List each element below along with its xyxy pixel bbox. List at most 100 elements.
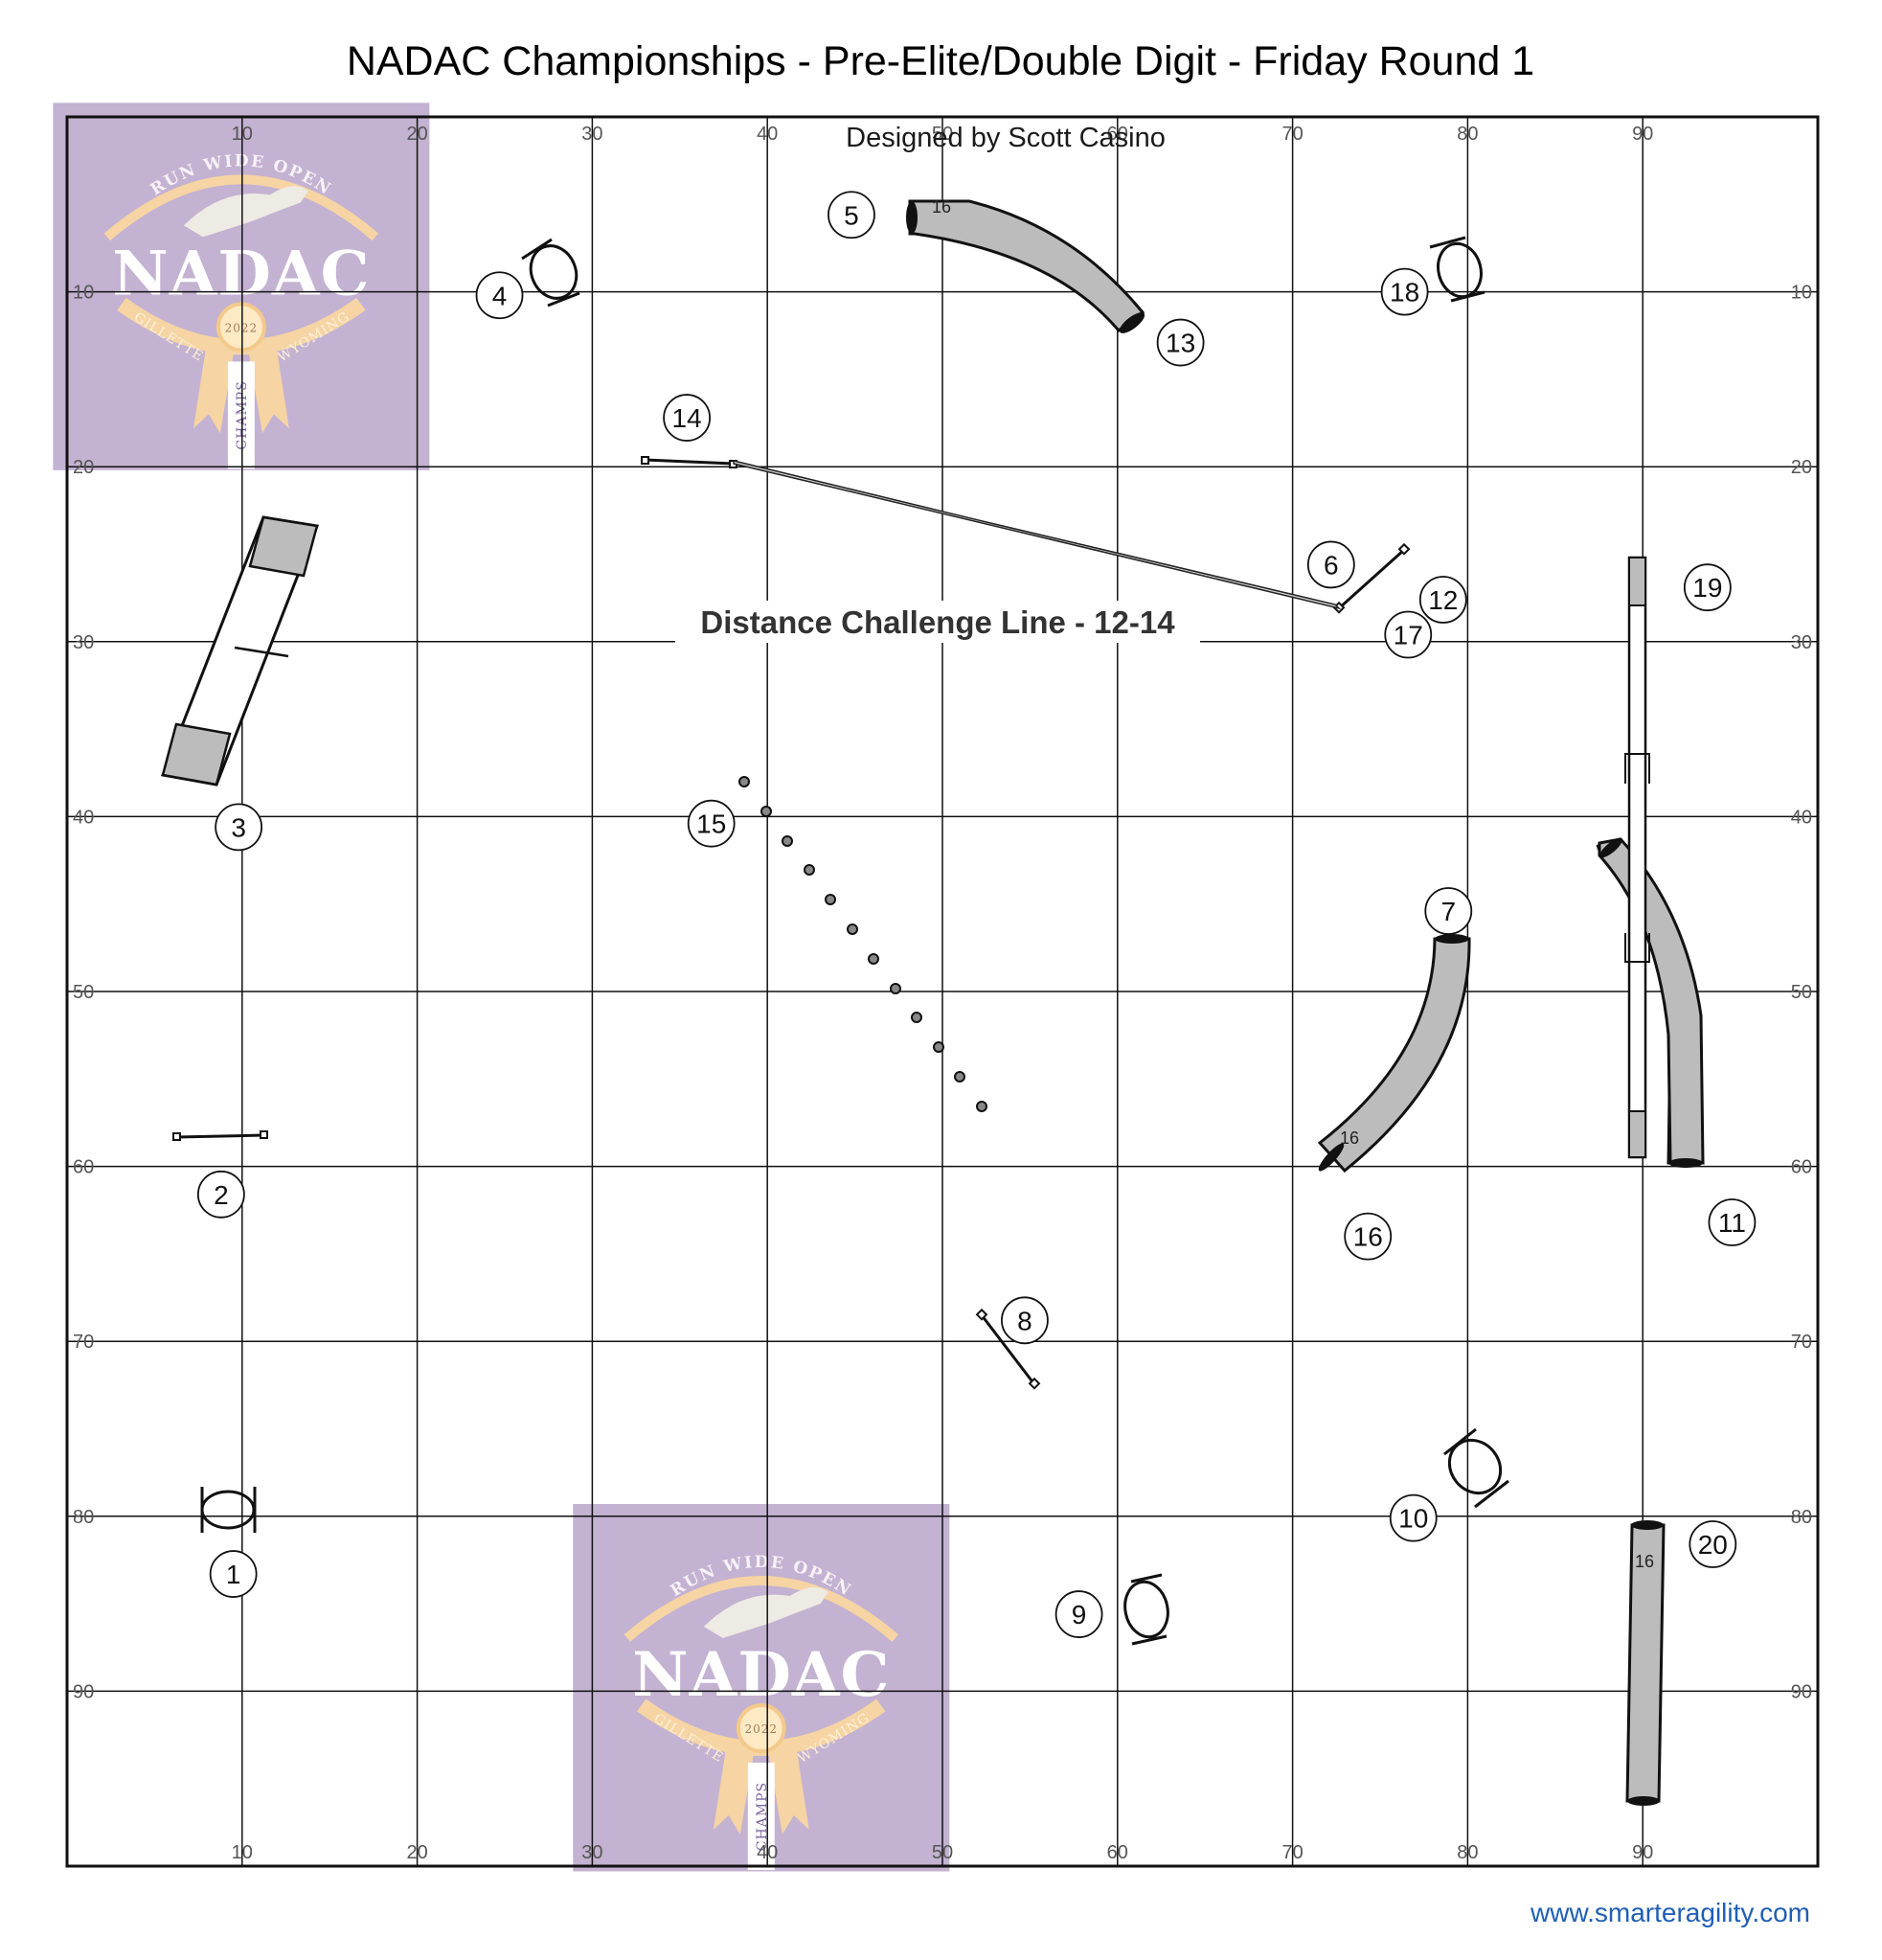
obstacle-number-label: 13 <box>1166 329 1195 358</box>
map-title: NADAC Championships - Pre-Elite/Double D… <box>347 38 1534 84</box>
obstacle-number-5: 5 <box>828 191 875 239</box>
y-tick-label-right: 40 <box>1791 807 1812 828</box>
y-tick-label-left: 60 <box>73 1157 94 1178</box>
obstacle-number-4: 4 <box>475 271 524 320</box>
obstacle-number-7: 7 <box>1424 887 1473 935</box>
obstacle-number-label: 14 <box>672 403 702 433</box>
x-tick-label-bottom: 30 <box>581 1842 602 1863</box>
obstacle-number-label: 17 <box>1394 620 1423 650</box>
x-tick-label-bottom: 60 <box>1107 1842 1128 1863</box>
obstacle-number-16: 16 <box>1344 1212 1393 1261</box>
obstacle-number-11: 11 <box>1708 1198 1757 1246</box>
dog-icon <box>183 186 308 238</box>
designer-credit: Designed by Scott Casino <box>846 123 1166 153</box>
watermark-year: 2022 <box>225 321 259 334</box>
watermark-year: 2022 <box>745 1722 779 1736</box>
obstacle-number-13: 13 <box>1156 318 1205 367</box>
tunnel-11 <box>1596 837 1705 1168</box>
obstacle-number-label: 11 <box>1718 1208 1746 1238</box>
course-grid <box>67 117 1818 1866</box>
obstacle-number-label: 19 <box>1692 573 1722 603</box>
y-tick-label-right: 60 <box>1791 1157 1812 1178</box>
obstacle-number-label: 9 <box>1072 1600 1087 1630</box>
y-tick-label-right: 50 <box>1791 982 1812 1003</box>
tunnel-size-label: 16 <box>1635 1552 1654 1571</box>
obstacle-number-label: 8 <box>1017 1306 1032 1335</box>
distance-challenge-label: Distance Challenge Line - 12-14 <box>700 604 1175 640</box>
obstacle-number-label: 16 <box>1353 1222 1383 1252</box>
x-tick-label-top: 30 <box>581 124 602 145</box>
obstacle-number-label: 10 <box>1398 1504 1428 1534</box>
tunnel-7-16: 16 <box>1317 934 1471 1174</box>
y-tick-label-left: 20 <box>73 457 94 478</box>
hoop-obstacle-1 <box>200 1487 257 1533</box>
obstacle-number-3: 3 <box>215 803 263 852</box>
y-tick-label-right: 90 <box>1791 1681 1812 1702</box>
footer-url[interactable]: www.smarteragility.com <box>1530 1898 1810 1927</box>
x-tick-label-bottom: 40 <box>757 1842 778 1863</box>
medal-icon <box>736 1703 786 1754</box>
tunnel-size-label: 16 <box>932 197 951 217</box>
x-tick-label-bottom: 20 <box>406 1842 427 1863</box>
watermark-wordmark: NADAC <box>112 238 370 309</box>
y-tick-label-left: 70 <box>73 1332 94 1353</box>
obstacle-number-label: 1 <box>226 1560 241 1589</box>
ramp-obstacle-3 <box>160 515 320 786</box>
obstacle-number-label: 3 <box>231 812 246 842</box>
jump-obstacle-8 <box>975 1308 1041 1390</box>
x-tick-label-top: 40 <box>757 124 778 145</box>
x-tick-label-bottom: 50 <box>932 1842 953 1863</box>
obstacle-number-label: 2 <box>214 1180 229 1210</box>
x-tick-label-bottom: 70 <box>1281 1842 1303 1863</box>
obstacle-number-15: 15 <box>687 799 736 848</box>
x-tick-label-top: 90 <box>1632 124 1653 145</box>
obstacle-number-10: 10 <box>1389 1493 1438 1542</box>
x-tick-label-top: 60 <box>1107 124 1128 145</box>
dog-icon <box>703 1586 828 1639</box>
obstacle-number-20: 20 <box>1689 1520 1737 1568</box>
y-tick-label-left: 40 <box>73 807 94 828</box>
obstacle-number-label: 18 <box>1390 278 1419 308</box>
y-tick-label-left: 80 <box>73 1507 94 1528</box>
tunnel-5-13: 16 <box>906 197 1145 333</box>
tunnel-20: 16 <box>1625 1520 1666 1806</box>
obstacle-number-label: 12 <box>1428 585 1458 615</box>
hoop-obstacle-10 <box>1443 1427 1509 1509</box>
y-tick-label-right: 80 <box>1791 1507 1812 1528</box>
obstacle-number-18: 18 <box>1380 267 1429 316</box>
medal-icon <box>215 302 266 353</box>
obstacle-number-label: 20 <box>1698 1530 1728 1560</box>
obstacle-number-1: 1 <box>209 1550 258 1598</box>
obstacle-number-label: 4 <box>492 281 508 310</box>
challenge-label-backdrop <box>675 601 1200 643</box>
x-tick-label-top: 20 <box>406 124 427 145</box>
x-tick-label-top: 70 <box>1281 124 1303 145</box>
watermark-wordmark: NADAC <box>632 1639 890 1711</box>
hoop-obstacle-4 <box>521 238 580 308</box>
y-tick-label-left: 90 <box>73 1681 94 1702</box>
y-tick-label-right: 70 <box>1791 1332 1812 1353</box>
hoop-obstacle-18 <box>1429 236 1485 303</box>
obstacle-number-6: 6 <box>1306 540 1355 589</box>
watermark-ribbon-text: CHAMPS <box>755 1782 770 1851</box>
weave-poles-15 <box>738 776 987 1112</box>
dogwalk-obstacle-19 <box>1624 556 1650 1159</box>
obstacle-number-2: 2 <box>196 1170 245 1219</box>
y-tick-label-right: 30 <box>1791 632 1812 653</box>
x-tick-label-bottom: 90 <box>1632 1842 1653 1863</box>
obstacle-number-17: 17 <box>1384 610 1433 659</box>
x-tick-label-bottom: 10 <box>232 1842 253 1863</box>
y-tick-label-right: 20 <box>1791 457 1812 478</box>
y-tick-label-left: 50 <box>73 982 94 1003</box>
distance-challenge-line <box>641 456 1342 610</box>
obstacle-number-9: 9 <box>1054 1590 1103 1638</box>
y-tick-label-left: 10 <box>73 283 94 304</box>
x-tick-label-bottom: 80 <box>1457 1842 1478 1863</box>
x-tick-label-top: 50 <box>932 124 953 145</box>
